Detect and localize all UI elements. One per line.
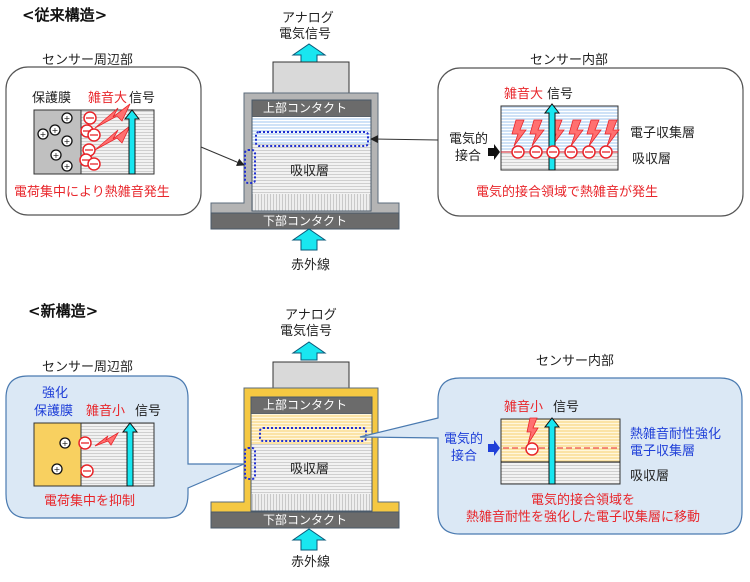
old-periphery-signal-label: 信号 xyxy=(129,91,156,106)
new-periphery-note: 電荷集中を抑制 xyxy=(44,494,136,509)
old-interior-noise-label: 雑音大 xyxy=(504,87,544,102)
new-collector-layer-rect xyxy=(501,419,620,462)
old-top-electrode xyxy=(272,61,350,95)
new-protective-film xyxy=(33,422,82,487)
old-protective-film xyxy=(33,109,82,175)
new-interior-caption: センサー内部 xyxy=(536,354,615,369)
old-input-label: 赤外線 xyxy=(291,258,331,273)
old-positive-charges xyxy=(37,112,73,172)
old-absorption-layer-label: 吸収層 xyxy=(290,164,330,179)
old-section-title: <従来構造> xyxy=(22,6,108,24)
new-input-arrow-icon xyxy=(291,528,327,551)
svg-text:+: + xyxy=(64,114,71,123)
new-output-label-line1: アナログ xyxy=(285,308,337,323)
old-periphery-noise-label: 雑音大 xyxy=(88,91,128,106)
new-interior-lightning-icon xyxy=(526,417,539,445)
old-input-arrow-icon xyxy=(291,228,327,251)
new-lower-contact-label: 下部コンタクト xyxy=(263,513,348,527)
new-interior-note-line1: 電気的接合領域を xyxy=(531,493,636,508)
new-upper-contact-label: 上部コンタクト xyxy=(263,398,348,412)
new-device xyxy=(210,341,400,551)
svg-text:+: + xyxy=(64,137,71,146)
new-periphery-callout: ++ xyxy=(5,375,245,519)
new-junction-label-line1: 電気的 xyxy=(444,432,484,447)
old-collector-layer-label: 電子収集層 xyxy=(630,126,696,141)
new-interior-signal-label: 信号 xyxy=(553,400,580,415)
new-absorption-layer-label: 吸収層 xyxy=(290,462,330,477)
svg-text:+: + xyxy=(40,130,47,139)
svg-text:+: + xyxy=(62,439,69,448)
new-interior-absorption-label: 吸収層 xyxy=(630,469,670,484)
new-section-title: <新構造> xyxy=(28,302,99,320)
new-input-label: 赤外線 xyxy=(291,555,331,570)
new-collector-layer-label-line1: 熱雑音耐性強化 xyxy=(630,427,722,442)
new-junction-pointer-icon xyxy=(488,440,500,456)
old-periphery-caption: センサー周辺部 xyxy=(42,53,134,68)
old-junction-label-line2: 接合 xyxy=(455,149,482,164)
old-junction-highlight xyxy=(255,131,369,147)
new-interior-noise-label: 雑音小 xyxy=(504,400,544,415)
new-interior-callout xyxy=(359,377,743,535)
svg-text:+: + xyxy=(64,162,71,171)
old-output-label-line2: 電気信号 xyxy=(279,27,332,42)
new-protective-film-label-line2: 保護膜 xyxy=(34,404,74,419)
old-interior-caption: センサー内部 xyxy=(530,53,609,68)
old-periphery-signal-arrow-icon xyxy=(123,109,141,175)
old-interior-signal-label: 信号 xyxy=(547,87,574,102)
new-edge-highlight xyxy=(244,447,256,480)
old-protective-film-label: 保護膜 xyxy=(32,91,72,106)
old-lower-contact-label: 下部コンタクト xyxy=(263,214,348,228)
old-interior-note: 電気的接合領域で熱雑音が発生 xyxy=(476,185,659,200)
new-periphery-lightning-icon xyxy=(94,431,120,447)
new-periphery-signal-arrow-icon xyxy=(121,422,139,487)
old-junction-pointer-icon xyxy=(488,144,500,160)
svg-text:+: + xyxy=(53,151,60,160)
new-interior-signal-arrow-icon xyxy=(543,417,561,485)
new-output-arrow-icon xyxy=(291,341,327,361)
new-lower-contact xyxy=(210,511,400,529)
svg-text:+: + xyxy=(52,126,59,135)
new-junction-label-line2: 接合 xyxy=(451,449,478,464)
old-absorption-layer-rect xyxy=(252,144,371,194)
old-device xyxy=(210,43,400,251)
old-junction-label-line1: 電気的 xyxy=(449,132,489,147)
old-periphery-lightning-icon xyxy=(94,103,131,129)
new-junction-highlight xyxy=(259,427,367,442)
old-output-label-line1: アナログ xyxy=(282,11,334,26)
new-protective-film-label-line1: 強化 xyxy=(42,386,69,401)
old-lower-contact xyxy=(210,212,400,230)
old-interior-callout xyxy=(370,67,744,217)
old-interior-lightnings xyxy=(511,119,620,147)
new-collector-layer-label-line2: 電子収集層 xyxy=(630,444,696,459)
new-interior-note-line2: 熱雑音耐性を強化した電子収集層に移動 xyxy=(466,510,701,525)
new-absorption-layer-rect xyxy=(251,444,372,494)
new-periphery-noise-label: 雑音小 xyxy=(86,404,126,419)
old-edge-highlight xyxy=(244,149,256,184)
old-interior-absorption-label: 吸収層 xyxy=(632,152,672,167)
svg-text:+: + xyxy=(54,465,61,474)
old-periphery-note: 電荷集中により熱雑音発生 xyxy=(14,185,170,200)
new-substrate xyxy=(251,494,372,511)
old-interior-signal-arrow-icon xyxy=(543,103,561,171)
new-periphery-signal-label: 信号 xyxy=(135,404,162,419)
old-upper-contact-label: 上部コンタクト xyxy=(263,101,348,115)
old-substrate xyxy=(252,194,371,211)
old-output-arrow-icon xyxy=(291,43,327,63)
old-collector-layer xyxy=(252,117,371,144)
new-periphery-caption: センサー周辺部 xyxy=(42,360,134,375)
new-output-label-line2: 電気信号 xyxy=(280,324,333,339)
old-periphery-callout: + + + + + + xyxy=(5,66,245,216)
